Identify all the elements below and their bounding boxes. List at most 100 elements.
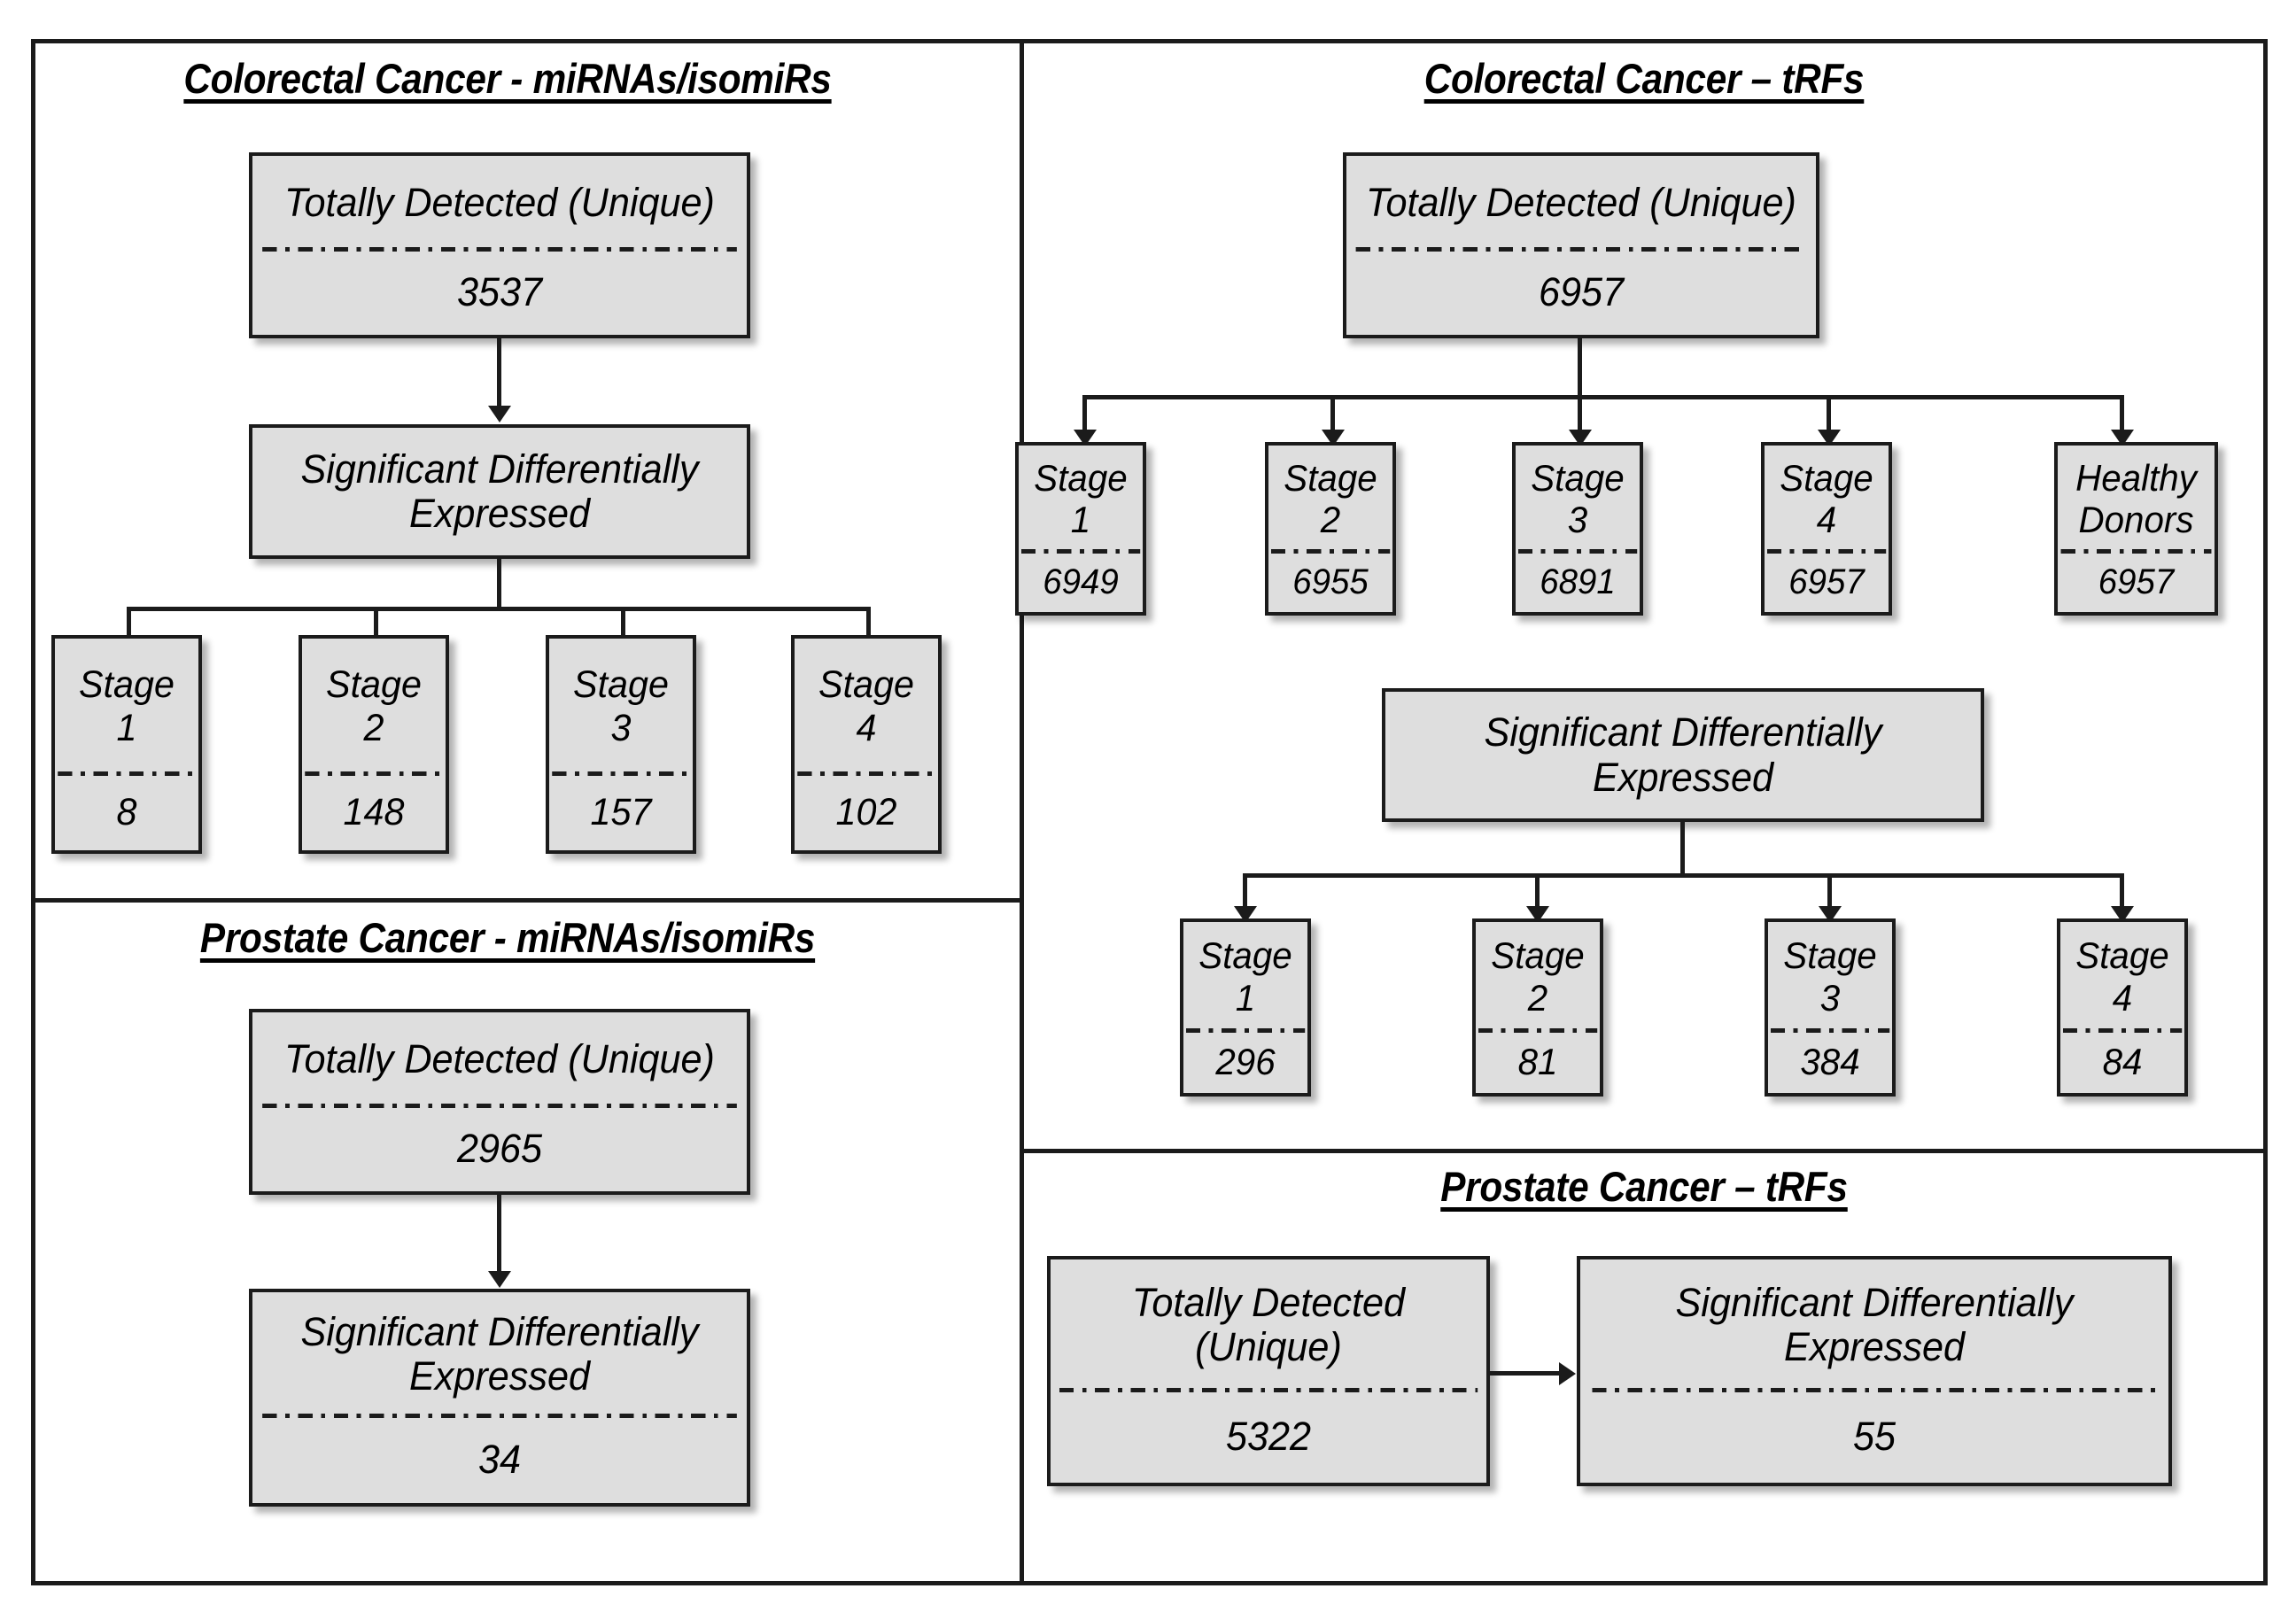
node-stage-4-detected-crc-trf[interactable]: Stage 4 6957 [1761,442,1892,616]
arrowhead-down-icon [488,406,511,422]
connector-branch [2120,873,2124,911]
node-value-wrap: 55 [1592,1388,2157,1483]
node-stage-1-crc-mirna[interactable]: Stage 1 8 [51,635,202,854]
panel-title-colorectal-mirnas: Colorectal Cancer - miRNAs/isomiRs [183,55,832,102]
panel-title-colorectal-trfs: Colorectal Cancer – tRFs [1423,55,1865,102]
node-value-wrap: 6955 [1270,549,1391,612]
arrowhead-right-icon [1559,1362,1576,1385]
connector-branch [1578,395,1582,434]
connector-vertical [497,559,501,610]
node-label: Stage 3 [1783,934,1877,1019]
node-divider-dashdot [1185,1028,1306,1033]
node-label: Stage 3 [1531,456,1625,540]
node-healthy-donors-detected-crc-trf[interactable]: Healthy Donors 6957 [2054,442,2218,616]
arrowhead-down-icon [488,1271,511,1288]
node-label: Stage 1 [79,663,175,749]
node-divider-dashdot [262,1104,737,1108]
node-totally-detected-crc-mirna[interactable]: Totally Detected (Unique) 3537 [249,152,750,338]
node-value: 6955 [1292,562,1369,601]
connector-vertical [1680,822,1685,877]
node-stage-1-detected-crc-trf[interactable]: Stage 1 6949 [1015,442,1146,616]
node-label: Totally Detected (Unique) [284,1035,715,1081]
node-divider-dashdot [1766,549,1887,554]
connector-branch [374,607,378,647]
node-totally-detected-pca-trf[interactable]: Totally Detected (Unique) 5322 [1047,1256,1490,1486]
node-value: 5322 [1225,1414,1312,1459]
node-label: Significant Differentially Expressed [1484,709,1882,800]
panel-prostate-trfs: Prostate Cancer – tRFs Totally Detected … [1024,1153,2265,1581]
node-value-wrap: 2965 [262,1104,737,1191]
node-value-wrap: 157 [552,771,690,850]
connector-horizontal-bus [1243,873,2122,878]
node-divider-dashdot [2062,1028,2183,1033]
node-value: 148 [343,790,405,833]
node-stage-1-sde-crc-trf[interactable]: Stage 1 296 [1180,918,1311,1097]
node-value-wrap: 6949 [1020,549,1141,612]
node-label: Stage 3 [573,663,669,749]
node-value: 8 [116,790,137,833]
node-label: Stage 2 [1284,456,1377,540]
node-value: 296 [1215,1041,1276,1082]
node-value: 81 [1517,1041,1558,1082]
node-value-wrap: 5322 [1059,1388,1478,1483]
node-stage-3-sde-crc-trf[interactable]: Stage 3 384 [1765,918,1896,1097]
panel-title-prostate-mirnas: Prostate Cancer - miRNAs/isomiRs [199,914,816,961]
figure-frame: Colorectal Cancer - miRNAs/isomiRs Total… [31,39,2268,1585]
connector-vertical [1578,338,1582,399]
node-divider-dashdot [58,771,196,776]
node-stage-3-crc-mirna[interactable]: Stage 3 157 [546,635,696,854]
connector-branch [2120,395,2124,434]
node-divider-dashdot [2060,549,2212,554]
node-label: Stage 4 [1780,456,1873,540]
node-value: 6891 [1540,562,1616,601]
node-value-wrap: 34 [262,1414,737,1503]
node-value: 6957 [1788,562,1865,601]
panel-vertical-divider [1020,43,1024,1581]
node-sde-crc-trf[interactable]: Significant Differentially Expressed [1382,688,1984,822]
node-label: Significant Differentially Expressed [1675,1279,2074,1369]
node-value-wrap: 6957 [1766,549,1887,612]
connector-vertical [497,338,501,411]
connector-horizontal-bus [1082,395,2124,399]
connector-vertical [497,1195,501,1276]
connector-branch [1330,395,1335,434]
node-label: Stage 1 [1034,456,1128,540]
node-value-wrap: 148 [305,771,443,850]
node-value: 157 [590,790,652,833]
connector-branch [1535,873,1540,911]
node-value-wrap: 296 [1185,1028,1306,1093]
node-value: 384 [1800,1041,1860,1082]
connector-branch [866,607,871,647]
node-stage-2-detected-crc-trf[interactable]: Stage 2 6955 [1265,442,1396,616]
left-panel-horizontal-divider [35,898,1024,903]
node-sde-pca-mirna[interactable]: Significant Differentially Expressed 34 [249,1289,750,1507]
node-label: Stage 1 [1198,934,1292,1019]
node-stage-4-crc-mirna[interactable]: Stage 4 102 [791,635,942,854]
node-stage-3-detected-crc-trf[interactable]: Stage 3 6891 [1512,442,1643,616]
node-value: 6949 [1043,562,1119,601]
node-stage-4-sde-crc-trf[interactable]: Stage 4 84 [2057,918,2188,1097]
node-stage-2-sde-crc-trf[interactable]: Stage 2 81 [1472,918,1603,1097]
node-divider-dashdot [797,771,935,776]
node-sde-pca-trf[interactable]: Significant Differentially Expressed 55 [1577,1256,2172,1486]
node-value-wrap: 8 [58,771,196,850]
node-divider-dashdot [552,771,690,776]
node-divider-dashdot [1478,1028,1598,1033]
panel-colorectal-mirnas: Colorectal Cancer - miRNAs/isomiRs Total… [35,43,1020,898]
node-value: 84 [2102,1041,2143,1082]
node-value: 6957 [1538,269,1625,314]
node-label: Totally Detected (Unique) [284,179,715,225]
panel-prostate-mirnas: Prostate Cancer - miRNAs/isomiRs Totally… [35,903,1020,1581]
node-sde-crc-mirna[interactable]: Significant Differentially Expressed [249,424,750,559]
node-value: 55 [1852,1414,1897,1459]
node-divider-dashdot [1770,1028,1890,1033]
connector-branch [1827,395,1831,434]
node-totally-detected-crc-trf[interactable]: Totally Detected (Unique) 6957 [1343,152,1819,338]
node-stage-2-crc-mirna[interactable]: Stage 2 148 [299,635,449,854]
node-value-wrap: 3537 [262,247,737,335]
node-totally-detected-pca-mirna[interactable]: Totally Detected (Unique) 2965 [249,1009,750,1195]
node-divider-dashdot [1592,1388,2157,1392]
node-label: Totally Detected (Unique) [1131,1279,1406,1369]
panel-colorectal-trfs: Colorectal Cancer – tRFs Totally Detecte… [1015,43,2265,1149]
node-value-wrap: 6957 [1355,247,1807,335]
